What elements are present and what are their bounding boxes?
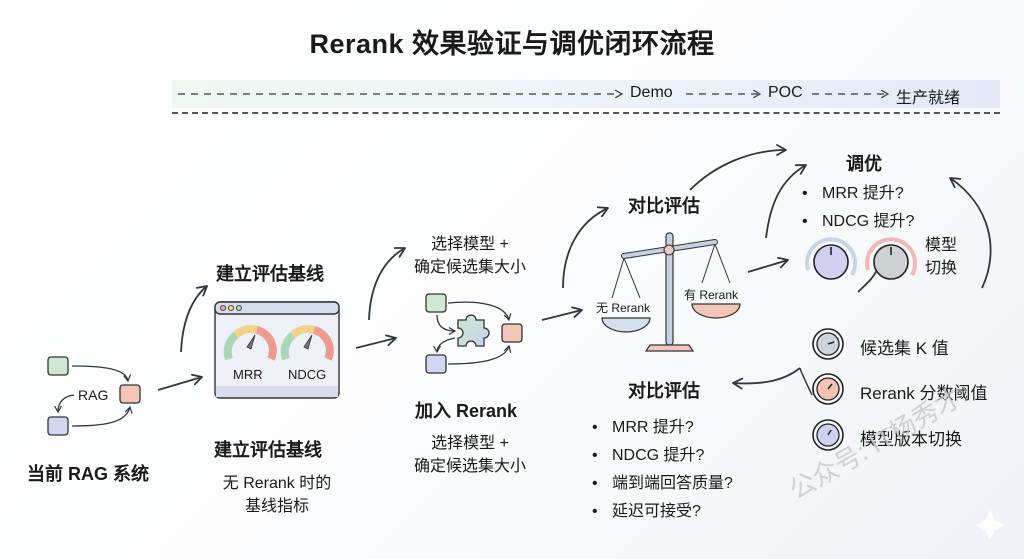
bullet-item: NDCG 提升?: [592, 442, 733, 470]
gauge-mrr-label: MRR: [233, 367, 263, 382]
tune-heading: 调优: [846, 154, 882, 174]
sparkle-icon: [975, 510, 1005, 540]
knob-version-label: 模型版本切换: [860, 430, 962, 449]
tune-bullets: MRR 提升? NDCG 提升?: [802, 180, 914, 236]
baseline-caption: 建立评估基线: [214, 440, 322, 460]
compare-bullets: MRR 提升? NDCG 提升? 端到端回答质量? 延迟可接受?: [592, 414, 733, 526]
current-system-caption: 当前 RAG 系统: [27, 464, 150, 484]
baseline-heading: 建立评估基线: [216, 264, 324, 284]
timeline-divider: [172, 112, 1000, 114]
model-switch-label: 模型 切换: [925, 237, 958, 277]
bullet-item: MRR 提升?: [802, 180, 914, 208]
knob-k-label: 候选集 K 值: [860, 339, 949, 358]
add-rerank-top-text: 选择模型 + 确定候选集大小: [413, 236, 526, 276]
stage-poc: POC: [768, 84, 803, 101]
baseline-description: 无 Rerank 时的 基线指标: [222, 475, 332, 515]
bullet-item: 端到端回答质量?: [592, 470, 733, 498]
gauge-ndcg-icon: [280, 325, 334, 361]
stage-production: 生产就绪: [896, 90, 961, 107]
add-rerank-caption: 加入 Rerank: [415, 401, 518, 421]
dashboard-window-icon: [214, 301, 340, 399]
knob-k-icon: [812, 328, 844, 360]
stage-demo: Demo: [630, 84, 673, 101]
knob-version-icon: [812, 419, 844, 451]
puzzle-diagram-icon: [425, 293, 523, 374]
rag-system-icon: [47, 356, 141, 436]
compare-caption: 对比评估: [628, 381, 700, 401]
gauge-ndcg-label: NDCG: [288, 367, 327, 382]
knob-list-icons: [812, 328, 844, 451]
compare-heading: 对比评估: [628, 196, 700, 216]
bullet-item: NDCG 提升?: [802, 208, 914, 236]
left-pan-label: 无 Rerank: [596, 301, 651, 315]
rag-label: RAG: [78, 387, 109, 403]
tuning-knobs-icon: [805, 237, 918, 280]
knob-threshold-icon: [812, 373, 844, 405]
bullet-item: MRR 提升?: [592, 414, 733, 442]
bullet-item: 延迟可接受?: [592, 498, 733, 526]
balance-scale-icon: [601, 232, 741, 352]
knob-threshold-label: Rerank 分数阈值: [860, 384, 988, 403]
page-title: Rerank 效果验证与调优闭环流程: [309, 29, 715, 59]
gauge-mrr-icon: [223, 325, 277, 361]
flow-arrows: [157, 144, 992, 396]
add-rerank-description: 选择模型 + 确定候选集大小: [413, 435, 526, 475]
right-pan-label: 有 Rerank: [684, 288, 739, 302]
